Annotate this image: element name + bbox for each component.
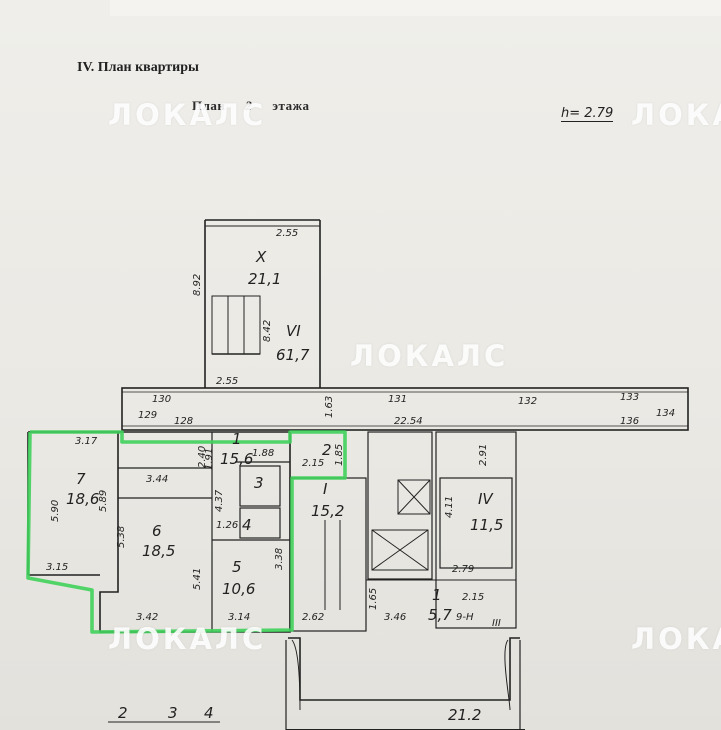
dim-1-65: 1.65 — [368, 588, 379, 610]
dim-130: 130 — [152, 394, 171, 405]
dim-2-40: 2.40 — [197, 446, 208, 468]
footer-number-4: 4 — [204, 704, 214, 722]
dim-5-38: 5.38 — [116, 526, 127, 548]
dim-2-62: 2.62 — [302, 612, 324, 623]
dim-128: 128 — [174, 416, 193, 427]
dim-8-42: 8.42 — [262, 320, 273, 342]
floor-plan-subtitle: План 2 этажа — [192, 98, 310, 114]
room-i-number: I — [323, 480, 328, 498]
dim-133: 133 — [620, 392, 639, 403]
floor-number: 2 — [245, 98, 253, 113]
room-i-area: 15,2 — [311, 502, 344, 520]
watermark: ЛОКАЛС — [108, 622, 267, 656]
subtitle-word: План — [192, 98, 226, 113]
dim-1-91: 1.91 — [204, 448, 215, 470]
dim-3-14: 3.14 — [228, 612, 250, 623]
room-4-number: 4 — [242, 516, 252, 534]
watermark: ЛОКАЛС — [350, 339, 509, 373]
dim-3-38: 3.38 — [274, 548, 285, 570]
dim-1-88: 1.88 — [252, 448, 274, 459]
room-1-number: 1 — [232, 430, 242, 448]
apartment-highlight — [26, 430, 347, 634]
dim-1-26: 1.26 — [216, 520, 238, 531]
dim-134: 134 — [656, 408, 675, 419]
dim-2-55-top: 2.55 — [276, 228, 298, 239]
dim-136: 136 — [620, 416, 639, 427]
room-6-number: 6 — [152, 522, 162, 540]
room-vi-area: 61,7 — [276, 346, 310, 364]
dim-2-79: 2.79 — [452, 564, 474, 575]
dim-3-44: 3.44 — [146, 474, 168, 485]
watermark: ЛОКАЛС — [631, 622, 721, 656]
dim-8-92: 8.92 — [192, 274, 203, 296]
room-x-area: 21,1 — [248, 270, 281, 288]
dim-5-90: 5.90 — [50, 500, 61, 522]
room-3-number: 3 — [254, 474, 264, 492]
room-1-area: 15,6 — [220, 450, 253, 468]
dim-9-h: 9-H — [456, 612, 474, 623]
dim-2-15-b: 2.15 — [462, 592, 484, 603]
dim-2-15: 2.15 — [302, 458, 324, 469]
room-vi-number: VI — [286, 322, 301, 340]
dim-1-63: 1.63 — [324, 396, 335, 418]
dim-3-15: 3.15 — [46, 562, 68, 573]
dim-4-11: 4.11 — [444, 496, 455, 518]
room-6-area: 18,5 — [142, 542, 175, 560]
room-7-number: 7 — [76, 470, 86, 488]
dim-3-42: 3.42 — [136, 612, 158, 623]
room-5-area: 10,6 — [222, 580, 255, 598]
dim-iii: III — [492, 618, 501, 629]
dim-21-2: 21.2 — [448, 706, 481, 724]
dim-3-46: 3.46 — [384, 612, 406, 623]
dim-3-17: 3.17 — [75, 436, 98, 447]
dim-1-85: 1.85 — [334, 444, 345, 466]
dim-5-89: 5.89 — [98, 490, 109, 512]
watermark: ЛОКАЛС — [108, 98, 267, 132]
dim-132: 132 — [518, 396, 537, 407]
room-1-small-area: 5,7 — [428, 606, 452, 624]
plan-walls — [27, 219, 689, 730]
dim-129: 129 — [138, 410, 157, 421]
room-1-small-number: 1 — [432, 586, 442, 604]
subtitle-word-floor: этажа — [272, 98, 310, 113]
dim-22-54: 22.54 — [394, 416, 423, 427]
room-iv-area: 11,5 — [470, 516, 503, 534]
dim-2-55: 2.55 — [216, 376, 238, 387]
footer-number-3: 3 — [168, 704, 178, 722]
section-title: IV. План квартиры — [77, 60, 199, 75]
room-2-number: 2 — [322, 441, 332, 459]
dim-131: 131 — [388, 394, 407, 405]
dim-2-91: 2.91 — [478, 444, 489, 466]
footer-number-2: 2 — [118, 704, 128, 722]
dim-5-41: 5.41 — [192, 568, 203, 590]
watermark: ЛОКАЛС — [631, 98, 721, 132]
room-7-area: 18,6 — [66, 490, 99, 508]
previous-page-edge — [110, 0, 721, 16]
room-5-number: 5 — [232, 558, 242, 576]
ceiling-height-label: h= 2.79 — [561, 106, 614, 122]
room-iv-number: IV — [478, 490, 494, 508]
room-x-number: X — [255, 248, 267, 266]
dim-4-37: 4.37 — [214, 489, 225, 512]
